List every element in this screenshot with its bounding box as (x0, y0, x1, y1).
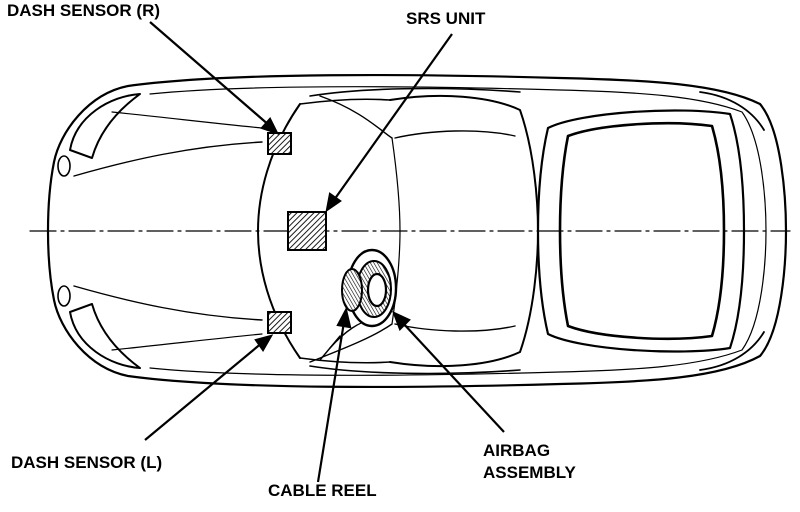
cable-reel (341, 268, 363, 312)
dash-sensor-right (267, 132, 292, 155)
label-cable-reel: CABLE REEL (268, 481, 377, 500)
headlight-right (69, 93, 141, 159)
srs-unit (287, 211, 327, 251)
label-airbag-line1: AIRBAG (483, 441, 551, 460)
label-srs-unit: SRS UNIT (406, 9, 486, 28)
label-airbag-line2: ASSEMBLY (483, 463, 576, 482)
rear-window-outer (536, 109, 746, 353)
car-body-outline (46, 73, 788, 389)
label-dash-sensor-r: DASH SENSOR (R) (7, 1, 161, 20)
rear-window-inner (558, 121, 726, 341)
airbag-assembly (346, 248, 398, 328)
leader-arrows (144, 21, 505, 483)
label-dash-sensor-l: DASH SENSOR (L) (11, 453, 163, 472)
headlight-left (69, 303, 141, 369)
dash-sensor-left (267, 311, 292, 334)
